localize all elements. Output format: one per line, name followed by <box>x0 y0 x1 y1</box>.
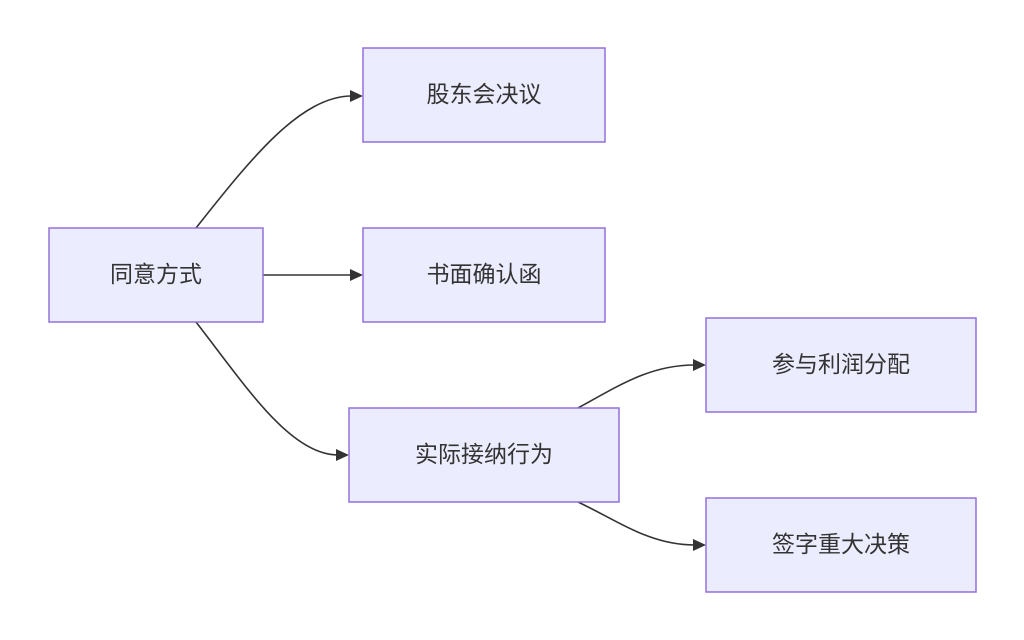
arrowhead-conduct <box>336 449 349 461</box>
edge-conduct-to-profit <box>577 364 696 409</box>
node-profit-label: 参与利润分配 <box>772 352 910 378</box>
node-decision: 签字重大决策 <box>705 497 977 593</box>
node-conduct-label: 实际接纳行为 <box>415 442 553 468</box>
node-letter-label: 书面确认函 <box>427 262 542 288</box>
arrowhead-resolution <box>350 90 363 102</box>
node-consent: 同意方式 <box>48 227 264 323</box>
edge-conduct-to-decision <box>577 501 696 546</box>
node-resolution-label: 股东会决议 <box>427 82 542 108</box>
node-consent-label: 同意方式 <box>110 262 202 288</box>
node-resolution: 股东会决议 <box>362 47 606 143</box>
node-letter: 书面确认函 <box>362 227 606 323</box>
arrowhead-profit <box>693 359 706 371</box>
node-decision-label: 签字重大决策 <box>772 532 910 558</box>
node-conduct: 实际接纳行为 <box>348 407 620 503</box>
edges <box>195 90 706 551</box>
arrowhead-letter <box>350 269 363 281</box>
edge-consent-to-resolution <box>195 95 353 229</box>
edge-consent-to-conduct <box>195 321 339 456</box>
node-profit: 参与利润分配 <box>705 317 977 413</box>
arrowhead-decision <box>693 539 706 551</box>
